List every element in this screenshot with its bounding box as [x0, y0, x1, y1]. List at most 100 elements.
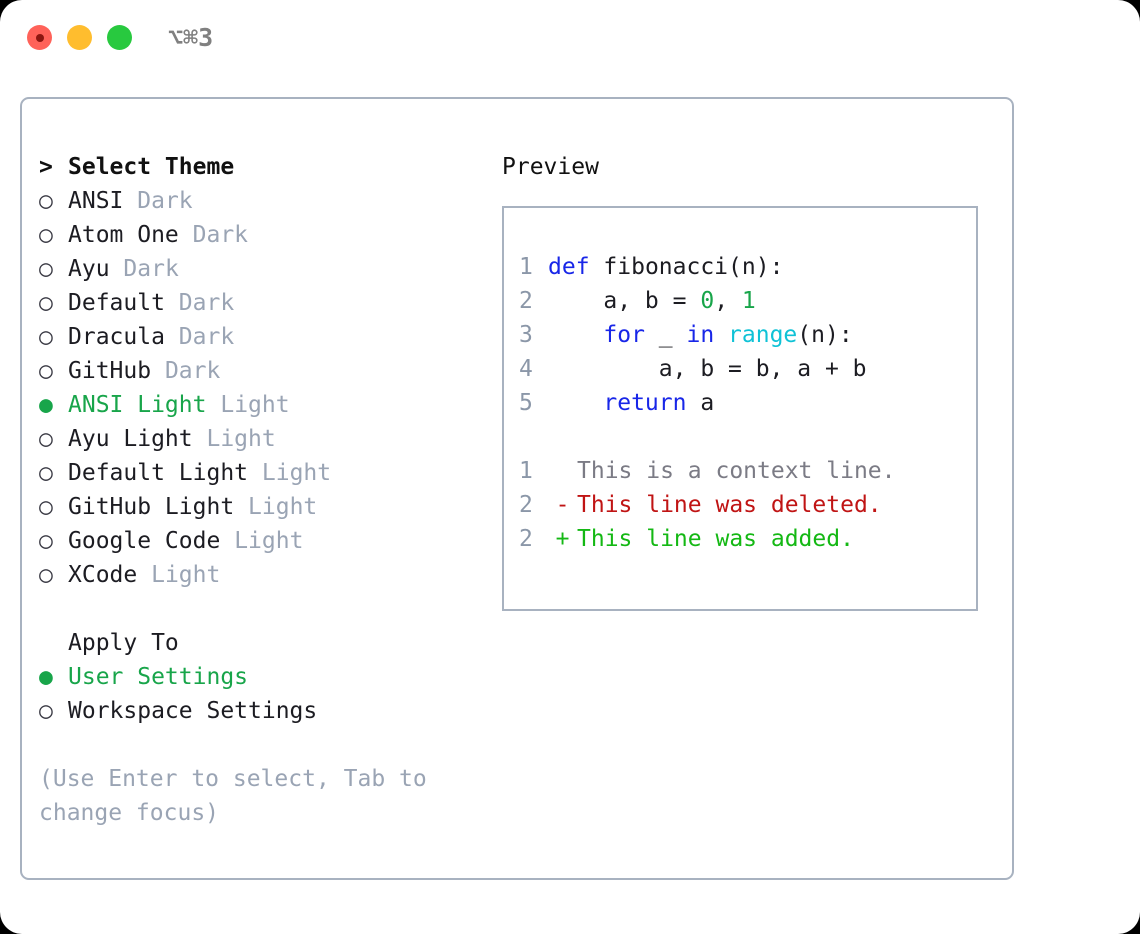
theme-list-item[interactable]: ○ Ayu Light Light [39, 422, 489, 456]
theme-selector-header: > Select Theme [39, 150, 489, 184]
line-number: 3 [519, 322, 533, 348]
diff-line-context: 1 This is a context line. [519, 454, 972, 488]
radio-unselected-icon[interactable]: ○ [39, 290, 53, 316]
radio-unselected-icon[interactable]: ○ [39, 324, 53, 350]
theme-name-label: Google Code [68, 528, 221, 554]
theme-variant-label: Light [234, 528, 304, 554]
diff-sample: 1 This is a context line. 2-This line wa… [519, 454, 972, 556]
radio-unselected-icon[interactable]: ○ [39, 528, 53, 554]
theme-list-item[interactable]: ○ ANSI Dark [39, 184, 489, 218]
theme-name-label: Ayu Light [68, 426, 193, 452]
line-number: 4 [519, 356, 533, 382]
code-line: 3 for _ in range(n): [519, 318, 972, 352]
diff-text: This is a context line. [577, 458, 896, 484]
code-line: 2 a, b = 0, 1 [519, 284, 972, 318]
code-content: a, b = 0, 1 [548, 288, 756, 314]
radio-unselected-icon[interactable]: ○ [39, 426, 53, 452]
line-number: 1 [519, 254, 533, 280]
apply-to-option-workspace[interactable]: ○ Workspace Settings [39, 694, 489, 728]
theme-name-label: XCode [68, 562, 138, 588]
theme-list-item[interactable]: ○ XCode Light [39, 558, 489, 592]
radio-unselected-icon[interactable]: ○ [39, 460, 53, 486]
theme-list-item-selected[interactable]: ● ANSI Light Light [39, 388, 489, 422]
radio-selected-icon[interactable]: ● [39, 664, 53, 690]
theme-name-label: Ayu [68, 256, 110, 282]
apply-to-option-label: User Settings [68, 664, 249, 690]
theme-list-item[interactable]: ○Dracula Dark [39, 320, 489, 354]
theme-name-label: Dracula [68, 324, 165, 350]
code-content: for _ in range(n): [603, 322, 853, 348]
theme-variant-label: Dark [178, 290, 235, 316]
theme-list-item[interactable]: ○ Atom One Dark [39, 218, 489, 252]
radio-unselected-icon[interactable]: ○ [39, 358, 53, 384]
theme-name-label: ANSI [68, 188, 124, 214]
page-title: Select Theme [68, 154, 235, 180]
theme-name-label: ANSI Light [68, 392, 207, 418]
theme-variant-label: Dark [123, 256, 179, 282]
apply-to-heading: Apply To [39, 626, 489, 660]
theme-selector-column: >Select Theme ○ANSI Dark ○Atom One Dark … [39, 150, 489, 830]
line-number: 2 [519, 526, 533, 552]
code-content: return a [603, 390, 715, 416]
diff-text: This line was added. [577, 526, 854, 552]
diff-text: This line was deleted. [577, 492, 882, 518]
theme-name-label: GitHub [68, 358, 152, 384]
theme-variant-label: Light [206, 426, 276, 452]
radio-unselected-icon[interactable]: ○ [39, 494, 53, 520]
minimize-button-icon[interactable] [67, 25, 92, 50]
radio-selected-icon[interactable]: ● [39, 392, 53, 418]
list-spacer [39, 592, 489, 626]
theme-variant-label: Dark [192, 222, 249, 248]
radio-unselected-icon[interactable]: ○ [39, 222, 53, 248]
theme-variant-label: Dark [137, 188, 193, 214]
preview-column: Preview 1 def fibonacci(n): 2 a, b = 0, 1… [502, 150, 1002, 611]
code-content: a, b = b, a + b [548, 356, 867, 382]
title-bar: ⌥⌘3 [0, 0, 1140, 78]
line-number: 1 [519, 458, 533, 484]
theme-name-label: Atom One [68, 222, 179, 248]
theme-list-item[interactable]: ○GitHub Light Light [39, 490, 489, 524]
theme-list-item[interactable]: ○ GitHub Dark [39, 354, 489, 388]
apply-to-option-user[interactable]: ● User Settings [39, 660, 489, 694]
radio-unselected-icon[interactable]: ○ [39, 562, 53, 588]
diff-marker-minus: - [555, 492, 570, 518]
maximize-button-icon[interactable] [107, 25, 132, 50]
apply-to-option-label: Workspace Settings [68, 698, 318, 724]
theme-variant-label: Light [261, 460, 332, 486]
diff-line-added: 2 + This line was added. [519, 522, 972, 556]
radio-unselected-icon[interactable]: ○ [39, 256, 53, 282]
close-button-icon[interactable] [27, 25, 52, 50]
theme-name-label: Default Light [68, 460, 249, 486]
preview-title: Preview [502, 154, 599, 180]
theme-list-item[interactable]: ○ Default Dark [39, 286, 489, 320]
line-number: 5 [519, 390, 533, 416]
radio-unselected-icon[interactable]: ○ [39, 188, 53, 214]
diff-marker [548, 454, 577, 488]
theme-variant-label: Light [151, 562, 221, 588]
theme-variant-label: Dark [164, 358, 221, 384]
code-line: 5 return a [519, 386, 972, 420]
code-line: 4 a, b = b, a + b [519, 352, 972, 386]
theme-list-item[interactable]: ○ Google Code Light [39, 524, 489, 558]
preview-box: 1 def fibonacci(n): 2 a, b = 0, 1 3 for _… [502, 206, 978, 611]
keyboard-shortcut-label: ⌥⌘3 [168, 23, 214, 52]
line-number: 2 [519, 492, 533, 518]
theme-list-item[interactable]: ○ Default Light Light [39, 456, 489, 490]
theme-variant-label: Light [220, 392, 290, 418]
code-sample: 1 def fibonacci(n): 2 a, b = 0, 1 3 for _… [519, 250, 972, 420]
prompt-caret-icon: > [39, 154, 53, 180]
radio-unselected-icon[interactable]: ○ [39, 698, 53, 724]
theme-name-label: Default [68, 290, 165, 316]
theme-name-label: GitHub Light [68, 494, 235, 520]
diff-marker-plus: + [555, 526, 570, 552]
window-controls [27, 25, 132, 50]
diff-line-deleted: 2-This line was deleted. [519, 488, 972, 522]
content-panel: >Select Theme ○ANSI Dark ○Atom One Dark … [20, 97, 1014, 880]
theme-list-item[interactable]: ○ Ayu Dark [39, 252, 489, 286]
code-line: 1 def fibonacci(n): [519, 250, 972, 284]
code-content: def fibonacci(n): [548, 254, 784, 280]
keyboard-hint-text: (Use Enter to select, Tab to change focu… [39, 766, 427, 826]
line-number: 2 [519, 288, 533, 314]
heading-indent [39, 626, 68, 660]
